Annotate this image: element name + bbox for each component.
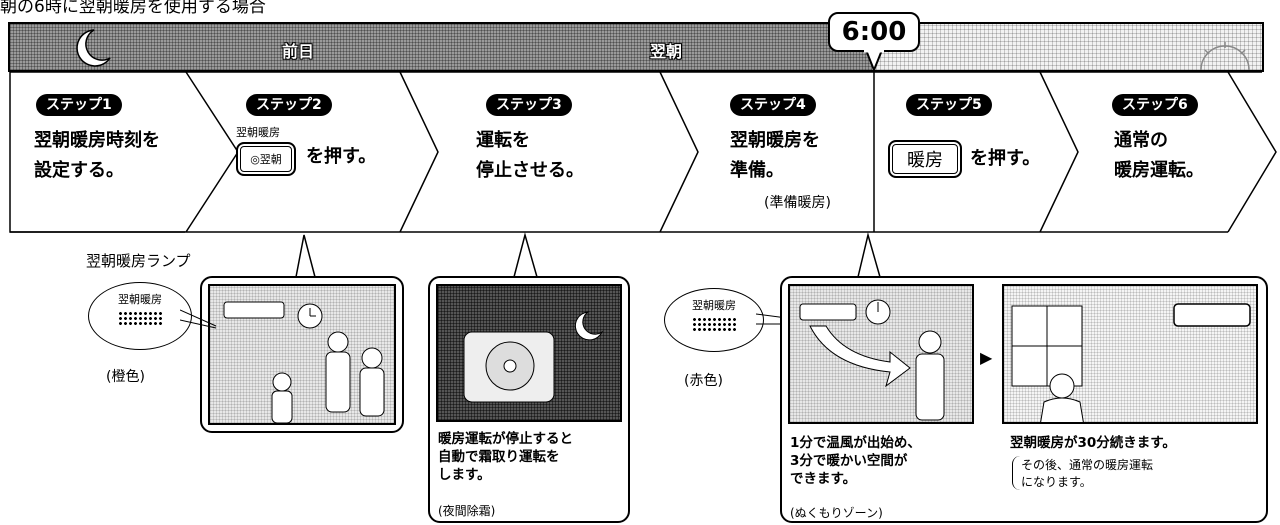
step-3-line2: 停止させる。 — [476, 160, 584, 181]
next-arrow-icon: ▶ — [980, 348, 993, 367]
step-5-text: を押す。 — [970, 148, 1041, 169]
step-6-line2: 暖房運転。 — [1114, 160, 1204, 181]
time-badge-pointer — [864, 50, 884, 72]
lamp-indicator-red: 翌朝暖房 — [664, 288, 764, 352]
step-3-badge: ステップ3 — [486, 94, 572, 116]
family-scene-icon — [223, 301, 385, 423]
step-2-badge: ステップ2 — [246, 94, 332, 116]
next-morning-button-text: ◎翌朝 — [250, 153, 282, 166]
step-1-badge: ステップ1 — [36, 94, 122, 116]
lamp-indicator-orange: 翌朝暖房 — [88, 282, 192, 350]
step-2-text: を押す。 — [306, 146, 377, 167]
step-6-badge: ステップ6 — [1112, 94, 1198, 116]
warm-air-illustration — [788, 284, 974, 424]
continue-line-1: 翌朝暖房が30分続きます。 — [1010, 435, 1176, 451]
defrost-panel: 暖房運転が停止すると 自動で霜取り運転を します。 (夜間除霜) — [428, 276, 630, 523]
next-morning-heating-button[interactable]: ◎翌朝 — [236, 142, 296, 176]
lamp-1-pointer — [180, 309, 217, 329]
step-1-line1: 翌朝暖房時刻を — [34, 130, 160, 151]
lamp-2-dots — [692, 317, 736, 333]
step-1-line2: 設定する。 — [34, 160, 124, 181]
step-4-line2: 準備。 — [730, 160, 784, 181]
step-6-line1: 通常の — [1114, 130, 1168, 151]
timeline-next-morning-label: 翌朝 — [650, 42, 683, 61]
heating-button[interactable]: 暖房 — [888, 140, 962, 178]
sun-icon — [1200, 42, 1250, 70]
continue-note-line-1: その後、通常の暖房運転 — [1021, 458, 1154, 472]
step-5-badge: ステップ5 — [906, 94, 992, 116]
family-illustration — [208, 284, 396, 425]
defrost-line-3: します。 — [438, 467, 491, 483]
continue-note: その後、通常の暖房運転 になります。 — [1012, 456, 1153, 490]
defrost-note: (夜間除霜) — [438, 504, 496, 518]
lamp-1-label: 翌朝暖房 — [118, 293, 162, 306]
defrost-line-1: 暖房運転が停止すると — [438, 431, 573, 447]
step-4-badge: ステップ4 — [730, 94, 816, 116]
defrost-line-2: 自動で霜取り運転を — [438, 449, 560, 465]
step-2-button-caption: 翌朝暖房 — [236, 126, 280, 139]
lamp-1-color: (橙色) — [106, 369, 145, 385]
warm-up-panel: 1分で温風が出始め、 3分で暖かい空間が できます。 (ぬくもりゾーン) ▶ 翌… — [780, 276, 1268, 523]
lamp-2-label: 翌朝暖房 — [692, 299, 736, 312]
page-caption: 朝の6時に翌朝暖房を使用する場合 — [0, 0, 266, 17]
lamp-2-color: (赤色) — [684, 373, 723, 389]
continue-note-line-2: になります。 — [1021, 475, 1092, 489]
outdoor-unit-icon — [463, 311, 604, 403]
warm-line-3: できます。 — [790, 471, 857, 487]
outdoor-unit-night-illustration — [436, 284, 622, 422]
illustration-panel-step2 — [200, 276, 404, 433]
warm-air-scene-icon — [799, 299, 945, 421]
warm-note: (ぬくもりゾーン) — [790, 506, 883, 520]
step-4-line1: 翌朝暖房を — [730, 130, 820, 151]
step-3-line1: 運転を — [476, 130, 530, 151]
moon-icon — [76, 29, 111, 67]
lamp-1-dots — [118, 311, 162, 327]
room-illustration — [1002, 284, 1258, 424]
timeline-prev-day-label: 前日 — [282, 42, 315, 61]
step-4-note: (準備暖房) — [764, 195, 831, 211]
timeline-morning-area — [872, 24, 1262, 70]
time-badge: 6:00 — [828, 12, 920, 52]
warm-line-2: 3分で暖かい空間が — [790, 453, 908, 469]
lamp-title: 翌朝暖房ランプ — [86, 252, 191, 270]
heating-button-text: 暖房 — [907, 150, 943, 171]
warm-line-1: 1分で温風が出始め、 — [790, 435, 921, 451]
room-scene-icon — [1011, 303, 1251, 422]
